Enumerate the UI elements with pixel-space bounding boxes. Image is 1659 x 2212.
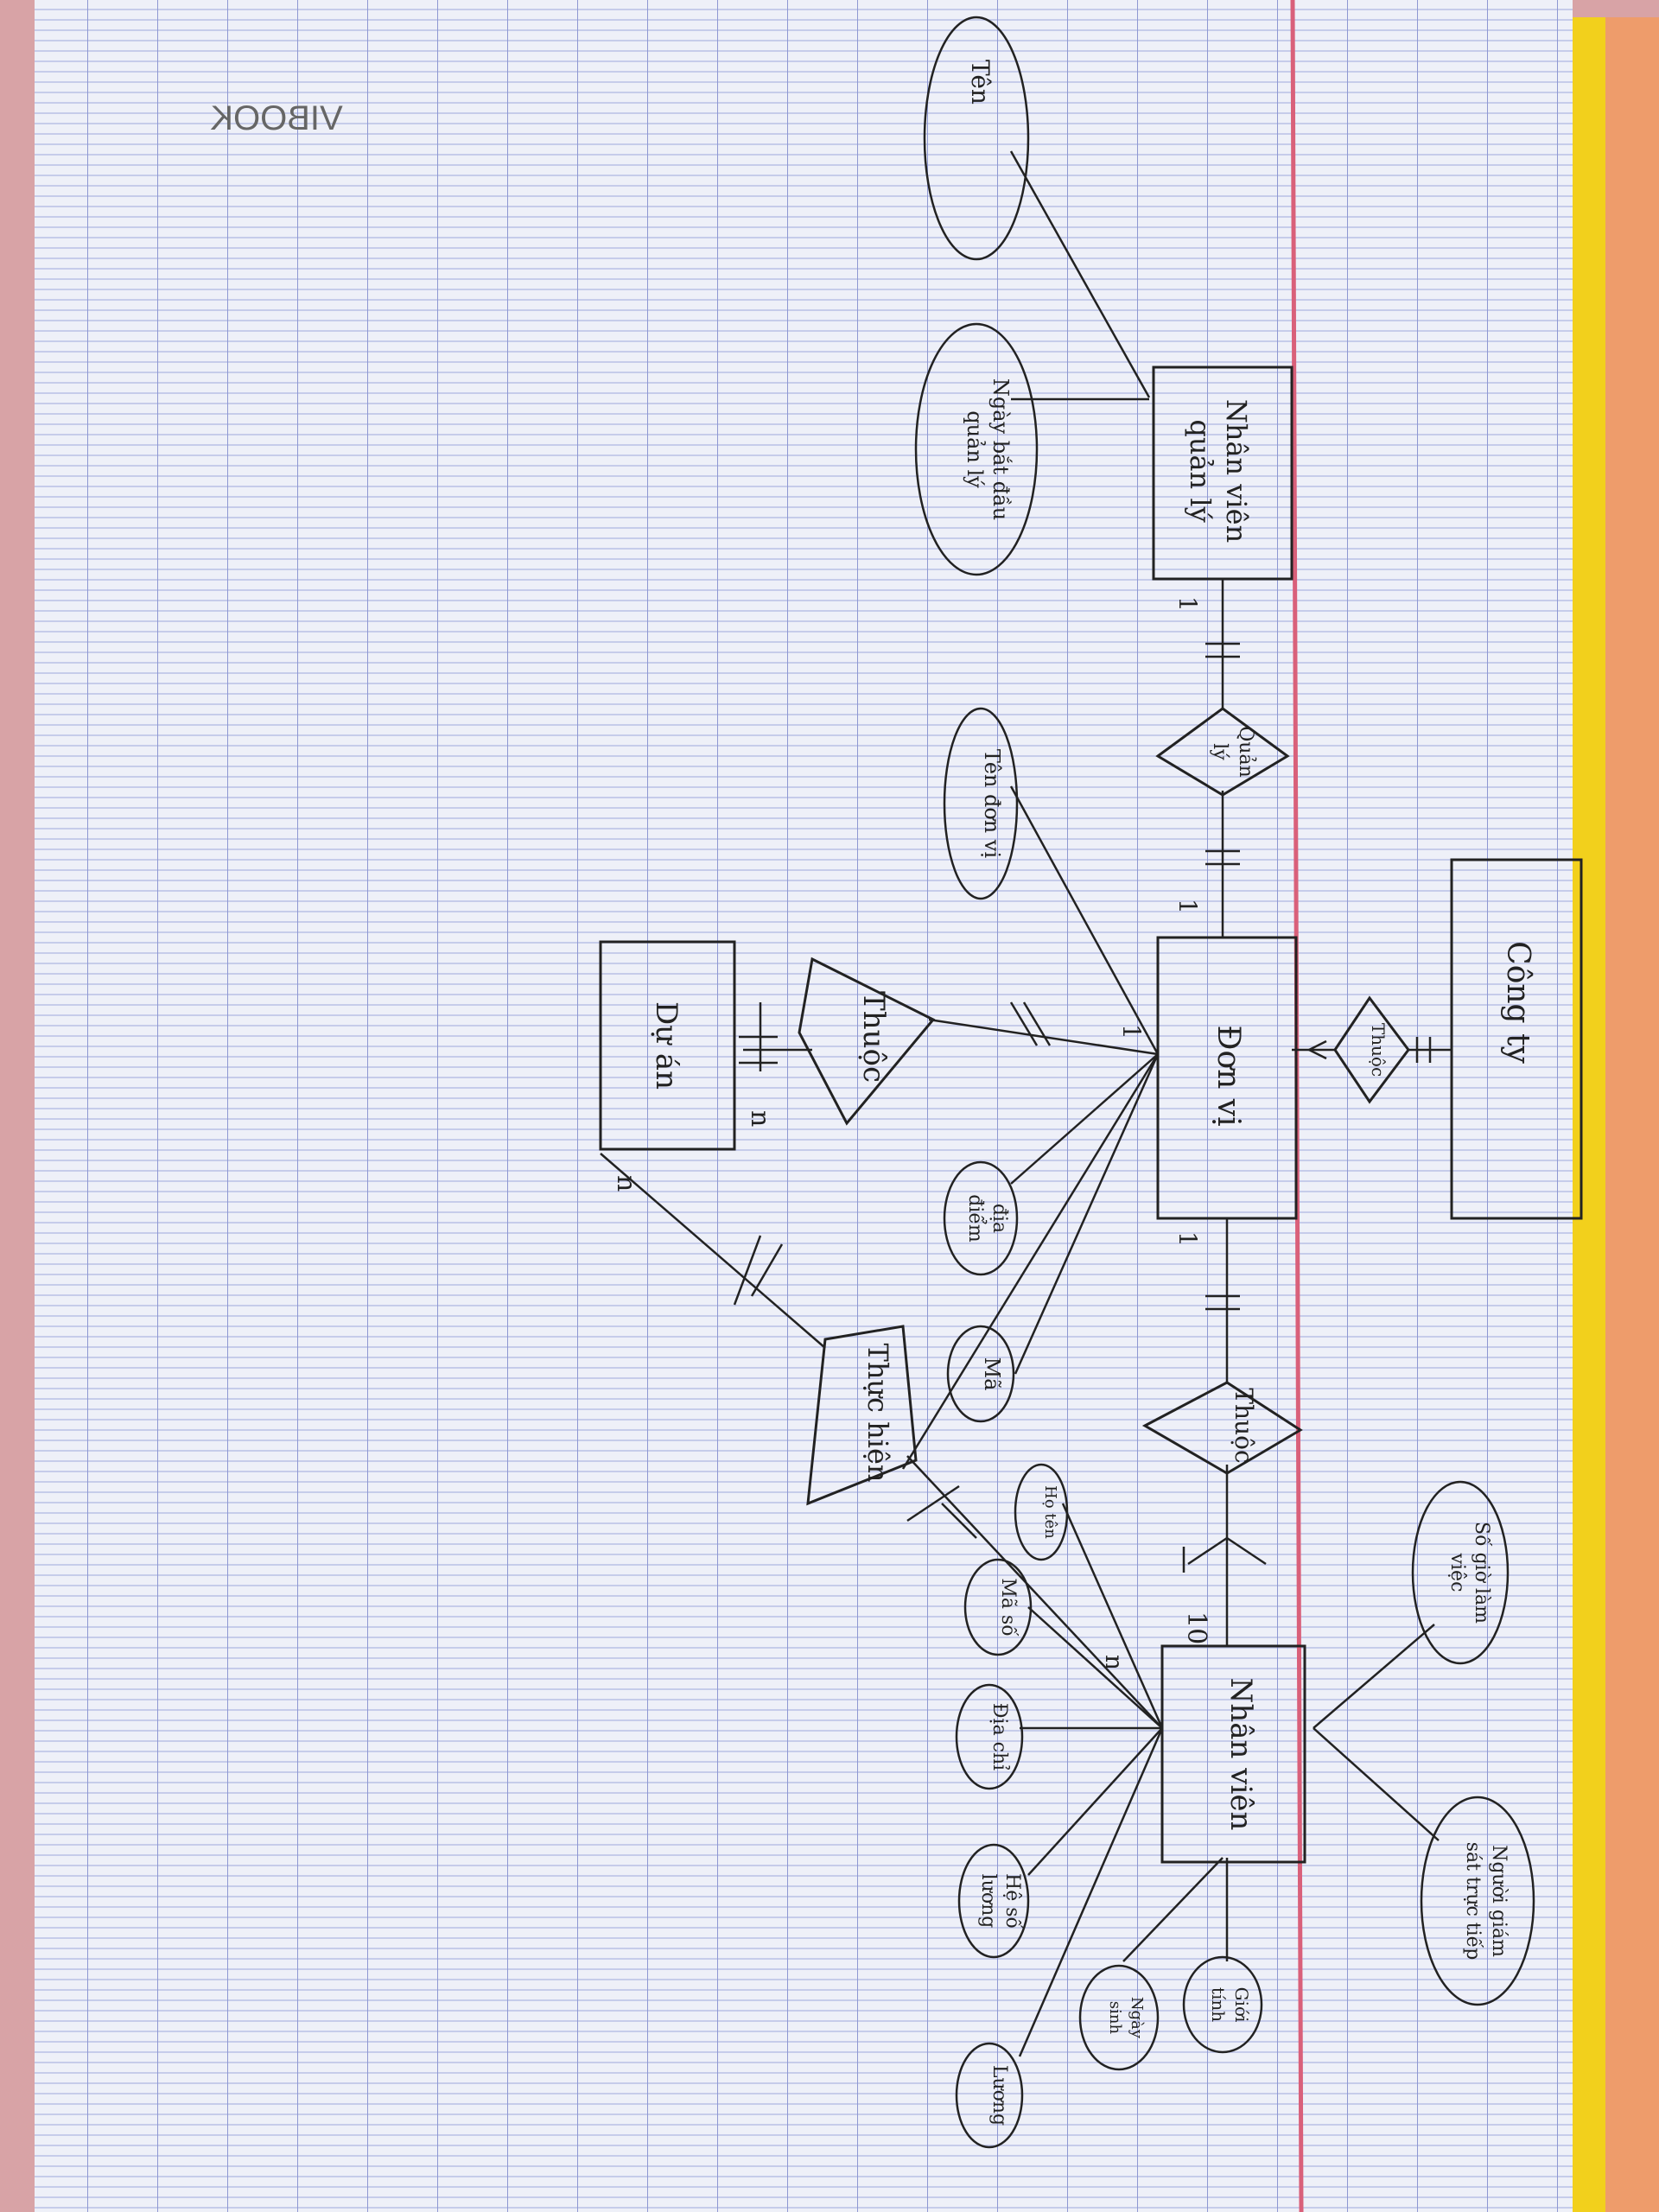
cardinality-label: 1 [1173,899,1202,914]
entity-nhan-vien: Nhân viên [1160,1644,1306,1864]
entity-label: Nhân viên [1220,399,1253,543]
cardinality-label: 10 [1181,1611,1211,1644]
attribute-he-so-luong: Hệ số lương [957,1843,1030,1959]
entity-label: Đơn vị [1211,1025,1246,1126]
attribute-label: Số giờ làm [1471,1522,1493,1624]
attribute-label: Địa chỉ [988,1703,1011,1770]
attribute-label: Tên đơn vị [980,749,1004,859]
attribute-label: sinh [1106,2001,1124,2035]
cardinality-label: n [745,1110,775,1127]
attribute-dia-diem: địa điểm [943,1160,1019,1276]
attribute-label: Tên [966,60,995,105]
attribute-label: việc [1446,1553,1468,1592]
attribute-ngay-sinh: Ngày sinh [1078,1964,1160,2071]
attribute-luong: Lương [955,2042,1024,2149]
entity-du-an: Dự án [599,940,736,1151]
attribute-label: lương [977,1874,999,1929]
attribute-label: Ngày [1128,1997,1146,2039]
entity-label: Công ty [1500,941,1535,1064]
cardinality-label: n [1100,1655,1128,1670]
entity-cong-ty: Công ty [1450,858,1583,1220]
attribute-label: Mã số [997,1578,1020,1637]
attribute-ngay-bat-dau: Ngày bắt đầu quản lý [914,322,1039,576]
relationship-label: Thực hiện [861,1343,894,1482]
relationship-label: lý [1209,743,1230,760]
entity-label: Dự án [649,1001,683,1090]
entity-label: quản lý [1184,419,1217,522]
relationship-thuoc-du-an: Thuộc [798,957,936,1126]
relationship-thuoc-cong-ty: Thuộc [1333,995,1410,1104]
attribute-label: điểm [964,1194,988,1243]
cardinality-label: 1 [1173,596,1202,612]
relationship-label: Thuộc [1230,1388,1258,1463]
entity-label: Nhân viên [1224,1678,1258,1831]
attribute-label: Họ tên [1041,1485,1059,1539]
cardinality-label: 1 [1117,1024,1146,1039]
attribute-label: tính [1208,1987,1229,2022]
attribute-ten: Tên [923,16,1030,261]
attribute-nguoi-giam-sat: Người giám sát trực tiếp [1420,1796,1535,2006]
attribute-label: Lương [988,2065,1010,2126]
attribute-label: Giới [1231,1987,1252,2023]
attribute-label: Ngày bắt đầu [988,378,1013,520]
entity-don-vi: Đơn vị [1156,936,1298,1220]
relationship-label: Quản [1235,726,1257,778]
attribute-label: sát trực tiếp [1462,1842,1484,1961]
notebook-page [35,0,1573,2212]
notebook-cover-yellow [1571,17,1605,2212]
attribute-label: Mã [980,1357,1004,1391]
attribute-ho-ten: Họ tên [1014,1463,1069,1561]
relationship-label: Thuộc [856,991,891,1083]
attribute-gioi-tinh: Giới tính [1182,1955,1263,2054]
attribute-ma-so: Mã số [963,1558,1033,1656]
entity-nhan-vien-quan-ly: Nhân viên quản lý [1152,365,1294,581]
attribute-label: quản lý [963,410,987,488]
relationship-label: Thuộc [1368,1023,1389,1077]
attribute-dia-chi: Địa chỉ [955,1683,1024,1790]
attribute-label: địa [988,1204,1010,1233]
attribute-ten-don-vi: Tên đơn vị [943,707,1019,900]
relationship-quan-ly: Quản lý [1155,707,1290,797]
relationship-thuoc-nhan-vien: Thuộc [1141,1381,1303,1475]
relationship-thuc-hien: Thực hiện [806,1325,918,1506]
cardinality-label: 1 [1173,1231,1202,1247]
cardinality-label: n [611,1175,641,1192]
brand-logo: VIBOOK [210,99,343,137]
attribute-so-gio-lam-viec: Số giờ làm việc [1411,1480,1510,1665]
attribute-ma: Mã [946,1325,1015,1423]
attribute-label: Người giám [1488,1845,1510,1957]
cardinality-labels: 1 1 1 1 n n 10 n [611,596,1211,1670]
connector-lines [600,150,1452,2057]
attribute-label: Hệ số [1001,1873,1024,1929]
